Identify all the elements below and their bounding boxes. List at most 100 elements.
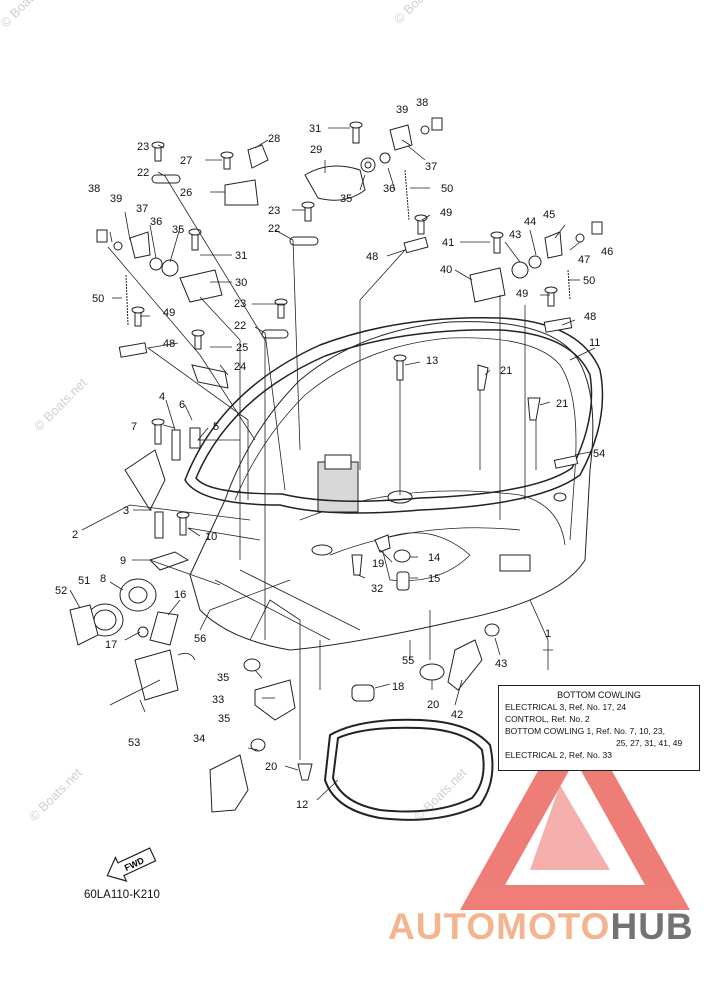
brand-logo [460, 705, 690, 910]
callout-35: 35 [340, 193, 352, 205]
part-2 [124, 449, 166, 512]
callout-16: 16 [174, 589, 186, 601]
callout-28: 28 [268, 133, 280, 145]
callout-29: 29 [310, 144, 322, 156]
watermark: © Boats.net [0, 0, 56, 30]
callout-43: 43 [509, 229, 521, 241]
callout-8: 8 [100, 573, 106, 585]
callout-30: 30 [235, 277, 247, 289]
callout-52: 52 [55, 585, 67, 597]
seal-12 [323, 718, 494, 821]
diagram-code: 60LA110-K210 [84, 889, 160, 901]
callout-35: 35 [172, 224, 184, 236]
callout-12: 12 [296, 799, 308, 811]
callout-26: 26 [180, 187, 192, 199]
callout-40: 40 [440, 264, 452, 276]
callout-22: 22 [268, 223, 280, 235]
callout-2: 2 [72, 529, 78, 541]
callout-23: 23 [268, 205, 280, 217]
watermark: © Boats.net [26, 765, 85, 824]
callout-37: 37 [425, 161, 437, 173]
callout-20: 20 [265, 761, 277, 773]
callout-49: 49 [440, 207, 452, 219]
legend-title: BOTTOM COWLING [557, 690, 641, 700]
callout-19: 19 [372, 558, 384, 570]
fwd-arrow: FWD [106, 847, 157, 882]
callout-51: 51 [78, 575, 90, 587]
callout-46: 46 [601, 246, 613, 258]
callout-33: 33 [212, 694, 224, 706]
callout-49: 49 [163, 307, 175, 319]
callout-55: 55 [402, 655, 414, 667]
callout-13: 13 [426, 355, 438, 367]
callout-44: 44 [524, 216, 536, 228]
callout-35: 35 [217, 672, 229, 684]
callout-54: 54 [593, 448, 605, 460]
callout-41: 41 [442, 237, 454, 249]
callout-35: 35 [218, 713, 230, 725]
part-33 [254, 679, 296, 721]
brand-wordmark: AUTOMOTOHUB [388, 906, 694, 948]
callout-49: 49 [516, 288, 528, 300]
callout-22: 22 [234, 320, 246, 332]
callout-38: 38 [88, 183, 100, 195]
callout-10: 10 [205, 531, 217, 543]
callout-5: 5 [213, 421, 219, 433]
callout-3: 3 [123, 505, 129, 517]
leader-lines [69, 127, 596, 801]
callout-18: 18 [392, 681, 404, 693]
watermark: © Boats.net [391, 0, 450, 27]
part-16 [149, 611, 179, 646]
bottom-cowling [189, 321, 594, 651]
callout-53: 53 [128, 737, 140, 749]
callout-45: 45 [543, 209, 555, 221]
callout-50: 50 [441, 183, 453, 195]
callout-7: 7 [131, 421, 137, 433]
part-53 [134, 649, 179, 701]
callout-48: 48 [163, 338, 175, 350]
legend-line: CONTROL, Ref. No. 2 [505, 714, 590, 724]
callout-31: 31 [235, 250, 247, 262]
callout-39: 39 [396, 104, 408, 116]
callout-37: 37 [136, 203, 148, 215]
part-24 [191, 364, 229, 389]
part-42 [447, 639, 483, 691]
callout-14: 14 [428, 552, 440, 564]
callout-17: 17 [105, 639, 117, 651]
callout-4: 4 [159, 391, 165, 403]
part-40 [469, 267, 506, 303]
callout-20: 20 [427, 699, 439, 711]
callout-9: 9 [120, 555, 126, 567]
callout-48: 48 [584, 311, 596, 323]
callout-48: 48 [366, 251, 378, 263]
callout-50: 50 [583, 275, 595, 287]
callout-31: 31 [309, 123, 321, 135]
part-29 [304, 165, 366, 201]
legend-line: 25, 27, 31, 41, 49 [616, 738, 683, 748]
part-30 [179, 269, 223, 303]
callout-42: 42 [451, 709, 463, 721]
callout-56: 56 [194, 633, 206, 645]
watermark: © Boats.net [31, 375, 90, 434]
callout-21: 21 [556, 398, 568, 410]
callout-32: 32 [371, 583, 383, 595]
callout-43: 43 [495, 658, 507, 670]
brand-part1: AUTOMOTO [388, 906, 611, 947]
callout-6: 6 [179, 399, 185, 411]
callout-21: 21 [500, 365, 512, 377]
small-parts [69, 117, 603, 813]
callout-1: 1 [545, 628, 551, 640]
callout-22: 22 [137, 167, 149, 179]
part-34 [209, 754, 249, 813]
callout-23: 23 [137, 141, 149, 153]
callout-27: 27 [180, 155, 192, 167]
callout-34: 34 [193, 733, 205, 745]
callout-23: 23 [234, 298, 246, 310]
callout-11: 11 [589, 337, 600, 349]
watermark: © Boats.net [411, 765, 470, 824]
callout-15: 15 [428, 573, 440, 585]
callout-36: 36 [383, 183, 395, 195]
callout-39: 39 [110, 193, 122, 205]
callout-38: 38 [416, 97, 428, 109]
